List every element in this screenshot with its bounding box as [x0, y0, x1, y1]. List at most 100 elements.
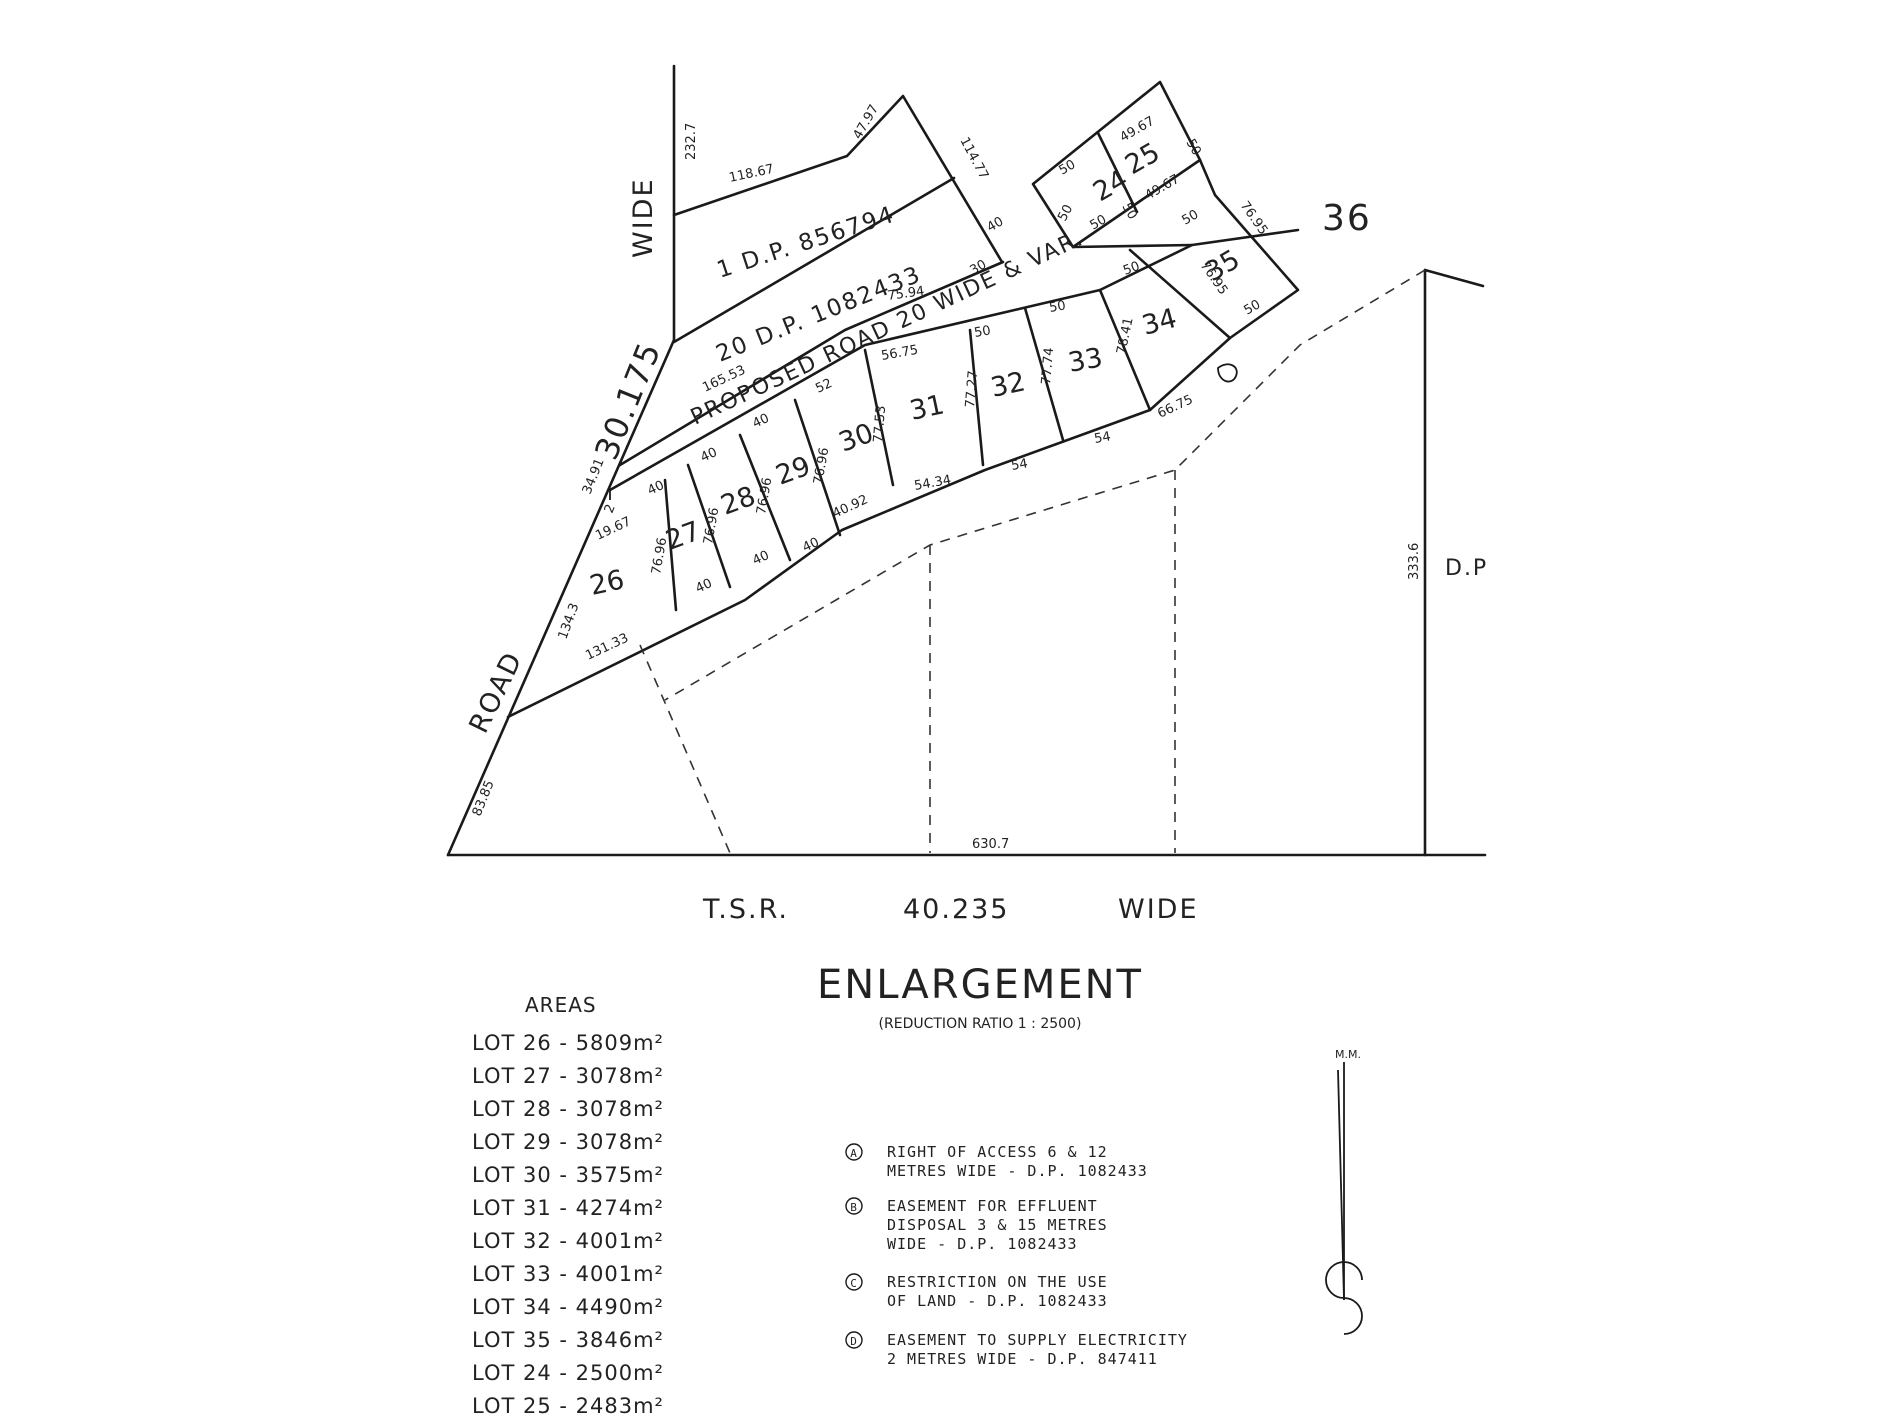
lot-30-31-divider: [863, 348, 895, 487]
lot-1-label: 1 D.P. 856794: [714, 202, 899, 284]
lot-27-28-divider: [686, 463, 732, 589]
dim-lot32-side: 77.27: [963, 370, 981, 408]
proposed-road-north-edge: [618, 260, 1005, 467]
tsr-width-label: 40.235: [903, 894, 1009, 925]
areas-table: AREAS LOT 26 - 5809m² LOT 27 - 3078m² LO…: [472, 993, 664, 1418]
note-a-line-1: RIGHT OF ACCESS 6 & 12: [887, 1143, 1108, 1161]
tsr-label: T.S.R.: [702, 894, 789, 925]
dim-2: 2: [602, 502, 619, 515]
note-d-line-1: EASEMENT TO SUPPLY ELECTRICITY: [887, 1331, 1188, 1349]
note-b-line-3: WIDE - D.P. 1082433: [887, 1235, 1078, 1253]
dim-lot27-side: 76.96: [649, 536, 670, 575]
neighbour-dp-east: D.P: [1445, 556, 1488, 581]
note-c-symbol-ring: [845, 1273, 863, 1291]
road-label-wide: WIDE: [628, 177, 659, 258]
dim-lot32-rear: 54: [1010, 456, 1029, 474]
area-row: LOT 34 - 4490m²: [472, 1295, 664, 1319]
survey-mark: [1217, 363, 1238, 383]
dim-lot35-front: 50: [1180, 207, 1202, 228]
lot-35-boundary: [1198, 158, 1300, 340]
dim-lot27-front: 40: [645, 478, 666, 499]
lot-26-27-divider: [663, 478, 678, 612]
note-b-symbol: B: [850, 1201, 858, 1214]
easement-lines: [639, 269, 1426, 854]
dim-lot29-front: 40: [750, 411, 771, 432]
dim-75-94: 75.94: [886, 284, 925, 304]
dim-lot27-rear: 40: [693, 576, 714, 597]
dim-lot31-side: 77.53: [871, 405, 889, 443]
dim-lot35-east: 76.95: [1237, 199, 1271, 238]
lot-28-29-divider: [738, 433, 792, 562]
neighbour-lot-36: 36: [1322, 198, 1372, 239]
area-row: LOT 24 - 2500m²: [472, 1361, 664, 1385]
dim-lot31-front: 56.75: [880, 343, 919, 364]
dim-lot28-side: 76.96: [701, 506, 722, 545]
area-row: LOT 32 - 4001m²: [472, 1229, 664, 1253]
tsr-wide-label: WIDE: [1118, 894, 1199, 925]
dim-lot35-rear: 50: [1242, 297, 1264, 318]
dim-lot29-side: 76.96: [754, 476, 775, 515]
dimension-labels: 232.7 118.67 47.97 114.77 40 30 75.94 16…: [470, 102, 1422, 852]
lot-26-number: 26: [587, 564, 627, 601]
dim-lot28-front: 40: [698, 445, 719, 466]
north-arrow-curve: [1325, 1261, 1363, 1335]
area-row: LOT 35 - 3846m²: [472, 1328, 664, 1352]
lots-rear-boundary: [506, 336, 1232, 719]
dim-232-7: 232.7: [684, 123, 699, 160]
lot-24-number: 24: [1088, 164, 1133, 208]
road-boundary-west: [446, 338, 676, 857]
lot-numbers: 24 25 26 27 28 29 30 31 32 33 34 35: [587, 137, 1245, 602]
north-arrow-label: M.M.: [1335, 1048, 1361, 1061]
area-row: LOT 29 - 3078m²: [472, 1130, 664, 1154]
dim-lot24-right: 50: [1119, 201, 1140, 223]
area-row: LOT 27 - 3078m²: [472, 1064, 664, 1088]
boundary-lines: [446, 64, 1487, 857]
dim-lot30-front: 52: [813, 376, 834, 397]
lot-34-top: [1071, 243, 1194, 249]
lot-24-25-divider: [1096, 131, 1139, 214]
dim-lot30-rear: 40.92: [830, 492, 870, 521]
dim-lot34-front: 50: [1121, 259, 1142, 279]
dim-34-91: 34.91: [580, 456, 608, 496]
dim-lot33-front: 50: [1048, 298, 1067, 316]
area-row: LOT 25 - 2483m²: [472, 1394, 664, 1418]
dim-lot33-side: 77.74: [1039, 347, 1057, 385]
subtitle: (REDUCTION RATIO 1 : 2500): [879, 1016, 1082, 1032]
area-row: LOT 30 - 3575m²: [472, 1163, 664, 1187]
lot-32-33-divider: [1023, 306, 1065, 442]
north-arrow-curve-2: [1343, 1261, 1363, 1281]
dim-333-6: 333.6: [1407, 543, 1422, 580]
note-d-symbol-ring: [845, 1331, 863, 1349]
road-width-label: 30.175: [587, 336, 669, 465]
note-c-symbol: C: [850, 1277, 858, 1290]
easement-dashed-north: [664, 269, 1426, 701]
lot-20-boundary: [672, 176, 956, 344]
note-a-symbol: A: [850, 1147, 858, 1160]
dim-lot32-front: 50: [973, 323, 992, 341]
lot-34-number: 34: [1139, 303, 1180, 342]
area-row: LOT 33 - 4001m²: [472, 1262, 664, 1286]
dim-lot24-bot: 50: [1088, 212, 1110, 233]
dim-40: 40: [985, 214, 1007, 235]
dim-lot25-bot: 49.67: [1143, 172, 1183, 204]
dim-lot29-rear: 40: [800, 535, 821, 556]
lot-28-number: 28: [717, 481, 760, 522]
note-a-symbol-ring: [845, 1143, 863, 1161]
area-row: LOT 28 - 3078m²: [472, 1097, 664, 1121]
dim-19-67: 19.67: [593, 514, 633, 543]
lot-29-30-divider: [793, 398, 842, 537]
title: ENLARGEMENT: [817, 962, 1143, 1008]
easement-notes: A RIGHT OF ACCESS 6 & 12 METRES WIDE - D…: [845, 1143, 1188, 1368]
note-c-line-2: OF LAND - D.P. 1082433: [887, 1292, 1108, 1310]
dim-630-7: 630.7: [972, 837, 1009, 852]
dim-lot31-rear: 54.34: [913, 473, 952, 494]
east-boundary-top: [1423, 268, 1485, 288]
dim-lot34-side: 78.41: [1114, 316, 1136, 356]
dim-134-3: 134.3: [556, 601, 583, 641]
note-b-line-2: DISPOSAL 3 & 15 METRES: [887, 1216, 1108, 1234]
lot-34-35-divider: [1128, 248, 1232, 340]
note-d-symbol: D: [850, 1335, 858, 1348]
dim-114-77: 114.77: [956, 135, 991, 182]
dim-lot34-rear: 66.75: [1155, 392, 1195, 421]
